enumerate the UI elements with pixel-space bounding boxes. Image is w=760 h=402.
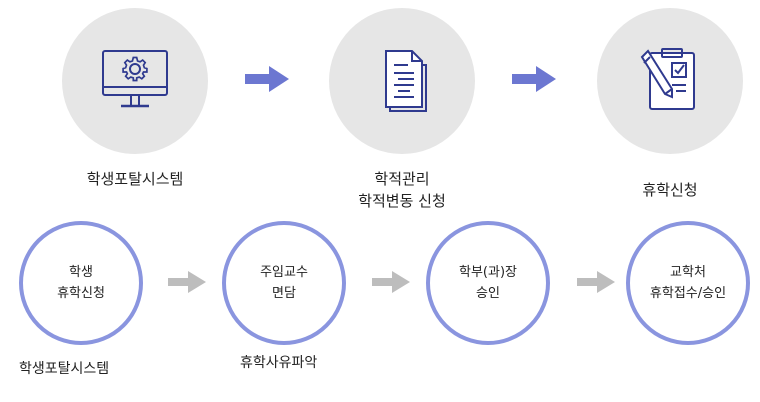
clipboard-icon-circle: [597, 8, 743, 154]
bottom-arrow-3: [577, 271, 615, 293]
clipboard-check-icon: [640, 48, 695, 110]
step-advisor-meeting: 주임교수 면담: [222, 221, 346, 345]
top-arrow-2: [512, 66, 556, 92]
document-icon-circle: [329, 8, 475, 154]
step-department-approval: 학부(과)장 승인: [426, 221, 550, 345]
document-icon: [385, 50, 427, 112]
step-academic-office: 교학처 휴학접수/승인: [626, 221, 750, 345]
top-label-portal: 학생포탈시스템: [86, 170, 184, 188]
bottom-arrow-1: [168, 271, 206, 293]
top-label-leave: 휴학신청: [642, 181, 698, 199]
portal-icon-circle: [62, 8, 208, 154]
monitor-gear-icon: [102, 50, 168, 108]
caption-student-portal: 학생포탈시스템: [19, 361, 110, 377]
caption-leave-reason: 휴학사유파악: [240, 355, 318, 371]
bottom-arrow-2: [372, 271, 410, 293]
step-student-apply: 학생 휴학신청: [19, 221, 143, 345]
top-arrow-1: [245, 66, 289, 92]
top-label-record: 학적관리 학적변동 신청: [358, 170, 446, 210]
